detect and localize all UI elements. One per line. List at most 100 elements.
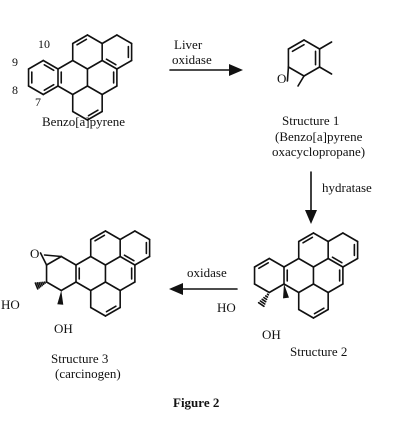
double-bond-line [76,38,88,46]
double-bond-line [123,254,135,262]
ring-bond [57,85,74,96]
ring-bond [253,283,271,294]
ring-bond [45,255,63,266]
structure3-structure [34,230,151,317]
ring-bond [297,257,315,268]
double-bond-line [43,64,55,72]
double-bond-line [302,236,314,244]
ring-bond [71,85,89,96]
methyl-bond [318,66,333,75]
ring-bond [60,281,77,292]
ring-bond [104,255,121,266]
structure1-title: Structure 1 [282,113,340,128]
ring-bond [297,232,315,243]
ring-bond [89,255,107,266]
double-bond-line [313,307,325,315]
double-bond-line [291,43,305,53]
oxidase-label-top: oxidase [172,52,212,67]
structure1-name-line2: (Benzo[a]pyrene [275,129,363,144]
structure2-oh-group: OH [262,327,281,342]
structure3-subtitle: (carcinogen) [55,366,121,381]
hashed-bond-stroke [42,281,45,286]
hashed-bond-stroke [259,300,266,305]
wedge-bond [283,284,289,299]
ring-bond [327,283,344,294]
structure1-structure [286,39,333,87]
double-bond-line [94,234,106,242]
ring-bond [342,232,359,243]
ring-bond [101,59,118,70]
structure3-ho-group: HO [1,297,20,312]
figure-caption: Figure 2 [173,395,220,410]
epoxide-bond [43,254,63,258]
ring-bond [71,110,89,121]
ring-bond [42,59,59,70]
oxidase-label-bottom: oxidase [187,265,227,280]
double-bond-line [43,83,55,91]
ring-bond [27,59,45,70]
ring-bond [101,85,118,96]
ring-bond [253,257,271,268]
ring-bond [45,281,63,292]
wedge-bond [57,290,64,305]
epoxide-bond [286,66,290,82]
ring-bond [283,257,300,268]
ring-bond [104,306,121,317]
ring-bond [134,230,151,241]
ring-bond [57,59,74,70]
ring-bond [119,230,136,241]
hashed-bond-stroke [38,281,42,288]
ring-bond [71,59,89,70]
ring-bond [312,308,329,319]
structure3-epoxide-oxygen: O [30,246,40,261]
ring-bond [312,283,329,294]
double-bond-line [331,256,343,264]
benzopyrene-label: Benzo[a]pyrene [42,114,126,129]
ring-bond [119,281,136,292]
ring-bond [42,85,59,96]
hashed-bond-stroke [34,282,39,290]
ring-bond [86,34,103,45]
ring-bond [104,230,121,241]
ring-bond [89,281,107,292]
position-number-8: 8 [12,83,18,97]
ring-bond [303,39,321,50]
oxidase-arrow [169,283,238,295]
structure2-title: Structure 2 [290,344,348,359]
ring-bond [75,255,92,266]
ring-bond [134,255,151,266]
ring-bond [283,283,300,294]
ring-bond [104,281,121,292]
ring-bond [86,85,103,96]
benzopyrene-structure [27,34,133,121]
ring-bond [312,232,329,243]
hydratase-label: hydratase [322,180,372,195]
ring-bond [297,308,315,319]
methyl-bond [318,41,333,50]
structure2-ho-group: HO [217,300,236,315]
ring-bond [75,281,92,292]
liver-label: Liver [174,37,203,52]
liver-oxidase-arrow [169,64,243,76]
ring-bond [297,283,315,294]
ring-bond [101,34,118,45]
ring-bond [60,255,77,266]
structure1-name-line3: oxacyclopropane) [272,144,366,159]
position-number-10: 10 [38,37,50,51]
ring-bond [327,257,344,268]
ring-bond [86,110,103,121]
ring-bond [327,232,344,243]
ring-bond [287,39,305,50]
double-bond-line [105,58,117,66]
double-bond-line [258,262,270,270]
structure3-oh-group: OH [54,321,73,336]
ring-bond [89,230,107,241]
ring-bond [268,257,285,268]
ring-bond [342,257,359,268]
position-number-9: 9 [12,55,18,69]
double-bond-line [87,109,99,117]
double-bond-line [105,305,117,313]
ring-bond [303,66,321,77]
epoxide-bond [39,252,48,266]
